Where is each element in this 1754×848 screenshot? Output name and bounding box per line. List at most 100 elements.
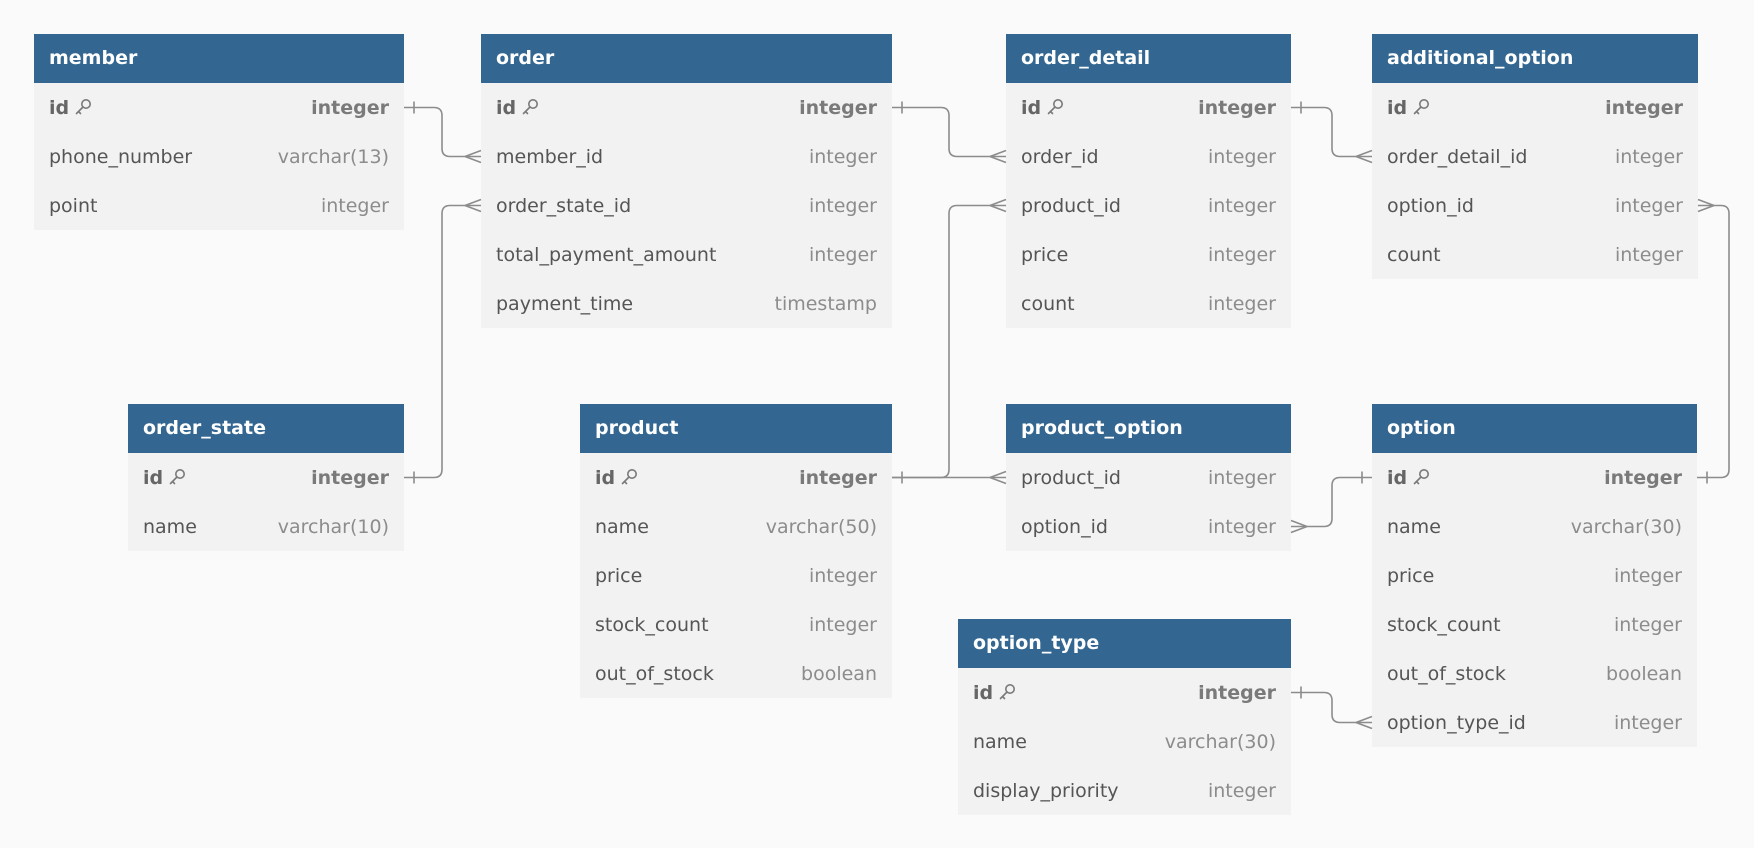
field-type: integer bbox=[311, 96, 389, 119]
field-name: stock_count bbox=[1387, 613, 1501, 636]
field-name: stock_count bbox=[595, 613, 709, 636]
table-header[interactable]: option bbox=[1372, 404, 1697, 453]
field-name: product_id bbox=[1021, 466, 1121, 489]
field-row[interactable]: option_type_id integer bbox=[1372, 698, 1697, 747]
field-type: boolean bbox=[801, 662, 877, 685]
field-name: display_priority bbox=[973, 779, 1119, 802]
field-row[interactable]: id integer bbox=[128, 453, 404, 502]
field-type: integer bbox=[320, 194, 389, 217]
relation-option-additional-option bbox=[1697, 204, 1730, 479]
field-row[interactable]: member_id integer bbox=[481, 132, 892, 181]
field-name-cell: order_detail_id bbox=[1387, 146, 1527, 168]
field-name-cell: price bbox=[595, 565, 642, 587]
relation-product-order-detail bbox=[892, 204, 1006, 479]
table-header[interactable]: option_type bbox=[958, 619, 1291, 668]
field-name-cell: id bbox=[595, 467, 639, 489]
field-name-cell: total_payment_amount bbox=[496, 244, 716, 266]
field-type: integer bbox=[1198, 681, 1276, 704]
field-name-cell: product_id bbox=[1021, 467, 1121, 489]
key-icon bbox=[993, 682, 1017, 704]
field-type: varchar(50) bbox=[765, 515, 877, 538]
field-type: varchar(10) bbox=[277, 515, 389, 538]
field-row[interactable]: id integer bbox=[1372, 453, 1697, 502]
table-header[interactable]: order_state bbox=[128, 404, 404, 453]
field-name-cell: option_id bbox=[1387, 195, 1474, 217]
field-type: integer bbox=[1207, 292, 1276, 315]
field-type: integer bbox=[808, 564, 877, 587]
field-type: integer bbox=[1613, 613, 1682, 636]
field-name: option_id bbox=[1021, 515, 1108, 538]
field-name: product_id bbox=[1021, 194, 1121, 217]
field-row[interactable]: product_id integer bbox=[1006, 181, 1291, 230]
field-type: integer bbox=[1604, 466, 1682, 489]
table-header[interactable]: product_option bbox=[1006, 404, 1291, 453]
field-type: integer bbox=[808, 613, 877, 636]
many-cardinality-marker bbox=[989, 470, 1007, 485]
field-type: integer bbox=[1613, 711, 1682, 734]
table-header[interactable]: product bbox=[580, 404, 892, 453]
field-row[interactable]: stock_count integer bbox=[1372, 600, 1697, 649]
field-name-cell: option_type_id bbox=[1387, 712, 1526, 734]
field-name: id bbox=[143, 466, 164, 489]
field-name: id bbox=[1387, 466, 1408, 489]
field-type: varchar(30) bbox=[1570, 515, 1682, 538]
field-name-cell: option_id bbox=[1021, 516, 1108, 538]
field-row[interactable]: price integer bbox=[580, 551, 892, 600]
field-name-cell: id bbox=[1387, 467, 1431, 489]
table-header[interactable]: member bbox=[34, 34, 404, 83]
field-type: integer bbox=[311, 466, 389, 489]
field-name-cell: member_id bbox=[496, 146, 603, 168]
table-header[interactable]: additional_option bbox=[1372, 34, 1698, 83]
field-name: payment_time bbox=[496, 292, 634, 315]
field-name-cell: price bbox=[1387, 565, 1434, 587]
field-type: integer bbox=[1207, 194, 1276, 217]
field-type: integer bbox=[808, 194, 877, 217]
field-type: integer bbox=[808, 145, 877, 168]
field-name: id bbox=[496, 96, 517, 119]
field-name: price bbox=[595, 564, 643, 587]
table-header[interactable]: order_detail bbox=[1006, 34, 1291, 83]
table-header[interactable]: order bbox=[481, 34, 892, 83]
field-type: integer bbox=[808, 243, 877, 266]
field-row[interactable]: total_payment_amount integer bbox=[481, 230, 892, 279]
field-name: id bbox=[1387, 96, 1408, 119]
field-row[interactable]: stock_count integer bbox=[580, 600, 892, 649]
field-name: out_of_stock bbox=[1387, 662, 1506, 685]
